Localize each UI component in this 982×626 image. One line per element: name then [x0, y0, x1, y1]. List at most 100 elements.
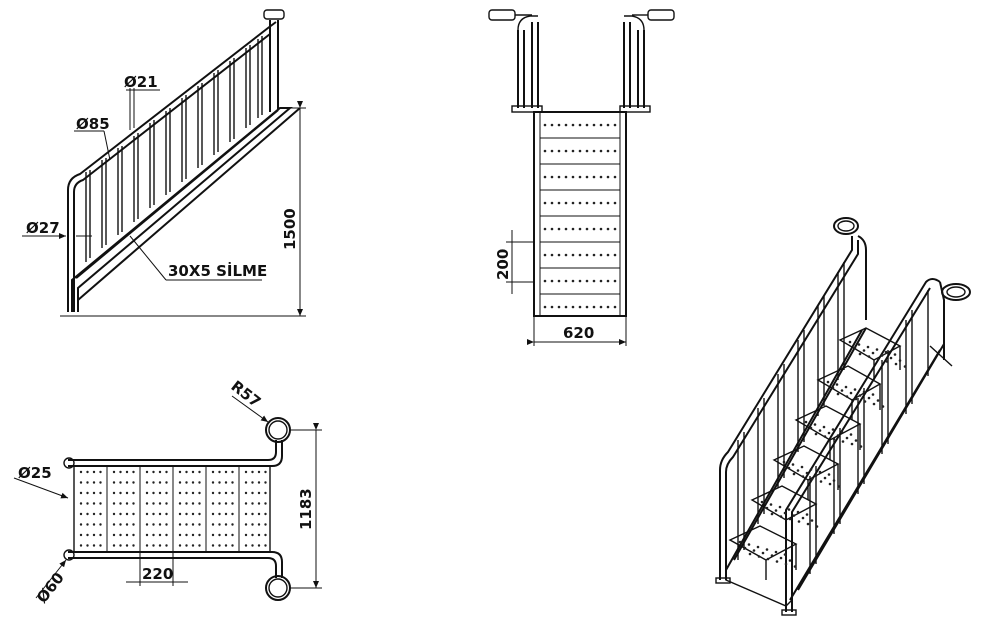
perforation-dot	[178, 523, 182, 526]
perforation-dot	[805, 513, 809, 516]
perforation-dot	[218, 512, 221, 516]
perforation-dot	[571, 201, 575, 205]
perforation-dot	[550, 149, 554, 153]
perforation-dot	[543, 123, 547, 127]
perforation-dot	[592, 227, 596, 231]
perforation-dot	[809, 426, 813, 430]
perforation-dot	[813, 423, 817, 426]
perforation-dot	[815, 525, 819, 528]
dim-d60-leader	[35, 559, 67, 599]
perforation-dot	[818, 470, 822, 474]
perforation-dot	[119, 523, 122, 526]
perforation-dot	[806, 522, 810, 526]
perforation-dot	[244, 502, 248, 505]
perforation-dot	[211, 512, 215, 516]
perforation-dot	[264, 533, 267, 537]
perforation-dot	[251, 533, 254, 537]
perforation-dot	[796, 469, 800, 472]
perforation-dot	[218, 470, 221, 474]
perforation-dot	[770, 554, 774, 557]
perforation-dot	[251, 502, 254, 505]
perforation-dot	[801, 475, 805, 478]
perforation-dot	[810, 519, 814, 522]
perforation-dot	[761, 551, 765, 555]
perforation-dot	[592, 279, 596, 283]
top-tread-perforations	[79, 470, 267, 547]
dim-d27-label: Ø27	[26, 219, 60, 237]
perforation-dot	[853, 346, 857, 350]
perforation-dot	[251, 470, 254, 474]
perforation-dot	[152, 533, 155, 537]
iso-left-cap	[833, 217, 859, 235]
iso-right-stringer	[789, 343, 945, 601]
perforation-dot	[244, 533, 248, 537]
perforation-dot	[257, 533, 261, 537]
front-right-post	[623, 22, 645, 108]
perforation-dot	[257, 523, 261, 526]
dim-d21-label: Ø21	[124, 73, 158, 91]
perforation-dot	[738, 540, 742, 544]
perforation-dot	[224, 470, 228, 474]
perforation-dot	[145, 523, 149, 526]
perforation-dot	[784, 562, 788, 566]
perforation-dot	[218, 502, 221, 505]
dim-d25-label: Ø25	[18, 464, 52, 482]
perforation-dot	[125, 470, 129, 474]
perforation-dot	[793, 565, 797, 568]
perforation-dot	[251, 491, 254, 495]
perforation-dot	[867, 355, 871, 358]
front-left-post	[517, 22, 539, 108]
perforation-dot	[119, 470, 122, 474]
perforation-dot	[779, 515, 783, 518]
perforation-dot	[836, 434, 840, 437]
perforation-dot	[550, 253, 554, 257]
perforation-dot	[132, 544, 135, 547]
perforation-dot	[571, 279, 575, 283]
iso-right-balusters	[809, 290, 929, 574]
perforation-dot	[840, 430, 844, 434]
perforation-dot	[863, 400, 867, 403]
perforation-dot	[191, 512, 195, 516]
perforation-dot	[801, 516, 805, 520]
perforation-dot	[92, 502, 96, 505]
dim-d60-label: Ø60	[33, 569, 68, 607]
perforation-dot	[550, 227, 554, 231]
perforation-dot	[787, 508, 791, 511]
perforation-dot	[132, 512, 135, 516]
perforation-dot	[119, 533, 122, 537]
perforation-dot	[158, 523, 162, 526]
perforation-dot	[543, 175, 547, 179]
perforation-dot	[849, 391, 853, 395]
perforation-dot	[769, 503, 773, 506]
perforation-dot	[578, 227, 582, 231]
perforation-dot	[112, 491, 116, 495]
perforation-dot	[145, 491, 149, 495]
perforation-dot	[564, 123, 568, 127]
perforation-dot	[185, 512, 188, 516]
perforation-dot	[840, 389, 844, 392]
perforation-dot	[99, 523, 102, 526]
perforation-dot	[191, 533, 195, 537]
perforation-dot	[613, 201, 617, 205]
iso-foot-left	[715, 577, 731, 584]
perforation-dot	[557, 175, 561, 179]
perforation-dot	[578, 123, 582, 127]
perforation-dot	[178, 481, 182, 484]
dim-d85-label: Ø85	[76, 115, 110, 133]
dim-panel-label: 220	[142, 565, 173, 583]
perforation-dot	[578, 149, 582, 153]
perforation-dot	[79, 523, 83, 526]
perforation-dot	[550, 305, 554, 309]
perforation-dot	[198, 523, 201, 526]
perforation-dot	[543, 279, 547, 283]
perforation-dot	[257, 544, 261, 547]
perforation-dot	[251, 512, 254, 516]
perforation-dot	[823, 435, 827, 438]
perforation-dot	[218, 491, 221, 495]
perforation-dot	[251, 544, 254, 547]
perforation-dot	[257, 470, 261, 474]
perforation-dot	[898, 359, 902, 362]
perforation-dot	[792, 472, 796, 476]
perforation-dot	[79, 533, 83, 537]
perforation-dot	[752, 549, 756, 552]
